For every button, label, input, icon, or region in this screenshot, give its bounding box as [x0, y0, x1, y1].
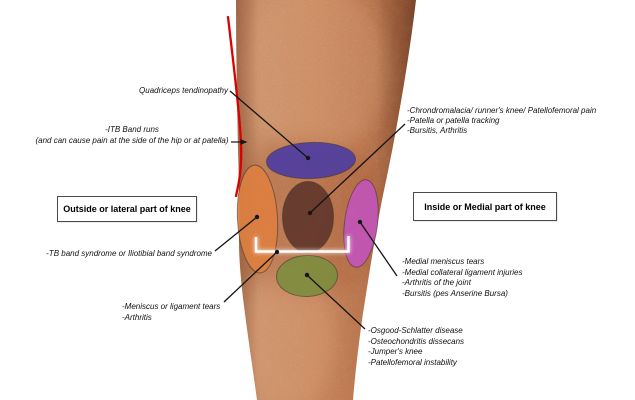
label-medial-side-line4: -Bursitis (pes Anserine Bursa): [402, 288, 508, 298]
label-itb-band-line2: (and can cause pain at the side of the h…: [35, 136, 229, 145]
label-patellofemoral-line1: -Chrondromalacia/ runner's knee/ Patello…: [407, 106, 597, 115]
itb-arrow-head-icon: [240, 139, 248, 145]
itb-band-line: [226, 15, 243, 198]
leader-line-patellofemoral: [309, 123, 406, 214]
label-itb-band-line1: -ITB Band runs: [105, 125, 159, 134]
patella-region-ellipse: [282, 181, 334, 253]
label-osgood-line4: -Patellofemoral instability: [368, 357, 457, 367]
leader-line-itb-syndrome: [214, 216, 258, 252]
label-medial-side-line1: -Medial meniscus tears: [402, 257, 485, 266]
label-meniscus-line2: -Arthritis: [122, 312, 152, 322]
label-meniscus-line1: -Meniscus or ligament tears: [122, 302, 221, 311]
label-patellofemoral-line3: -Bursitis, Arthritis: [407, 126, 468, 135]
leader-dot-quadriceps: [305, 155, 311, 161]
label-patellofemoral-line2: -Patella or patella tracking: [407, 116, 500, 125]
leader-line-osgood: [306, 274, 366, 330]
label-medial-side-line2: -Medial collateral ligament injuries: [402, 267, 523, 277]
quadriceps-tendon-region-ellipse: [266, 141, 356, 180]
leader-line-meniscus: [223, 251, 278, 303]
leader-line-quadriceps: [229, 90, 309, 159]
pain-regions: [236, 141, 379, 298]
label-osgood-conditions: -Osgood-Schlatter disease -Osteochondrit…: [368, 326, 464, 368]
label-osgood-line3: -Jumper's knee: [368, 347, 423, 356]
label-meniscus-conditions: -Meniscus or ligament tears -Arthritis: [122, 302, 220, 323]
leader-lines: [214, 90, 406, 330]
joint-line-bracket-crisp: [254, 236, 350, 253]
lateral-part-box: Outside or lateral part of knee: [57, 196, 197, 222]
label-quadriceps-tendinopathy: Quadriceps tendinopathy: [139, 86, 228, 95]
leader-dot-meniscus: [274, 249, 280, 255]
label-osgood-line1: -Osgood-Schlatter disease: [368, 326, 463, 335]
leader-dot-patellofemoral: [307, 210, 313, 216]
leader-line-medial-side: [359, 221, 398, 277]
label-itb-syndrome: -TB band syndrome or Iliotibial band syn…: [46, 249, 212, 258]
leader-dot-itb-syndrome: [254, 214, 260, 220]
label-itb-band: -ITB Band runs (and can cause pain at th…: [33, 124, 231, 146]
leader-dot-medial-side: [357, 219, 363, 225]
label-patellofemoral-conditions: -Chrondromalacia/ runner's knee/ Patello…: [407, 106, 596, 136]
label-medial-side-line3: -Arthritis of the joint: [402, 278, 471, 287]
medial-part-box: Inside or Medial part of knee: [413, 192, 557, 221]
leader-dot-osgood: [304, 272, 310, 278]
label-medial-side-conditions: -Medial meniscus tears -Medial collatera…: [402, 257, 523, 299]
label-osgood-line2: -Osteochondritis dissecans: [368, 336, 465, 346]
